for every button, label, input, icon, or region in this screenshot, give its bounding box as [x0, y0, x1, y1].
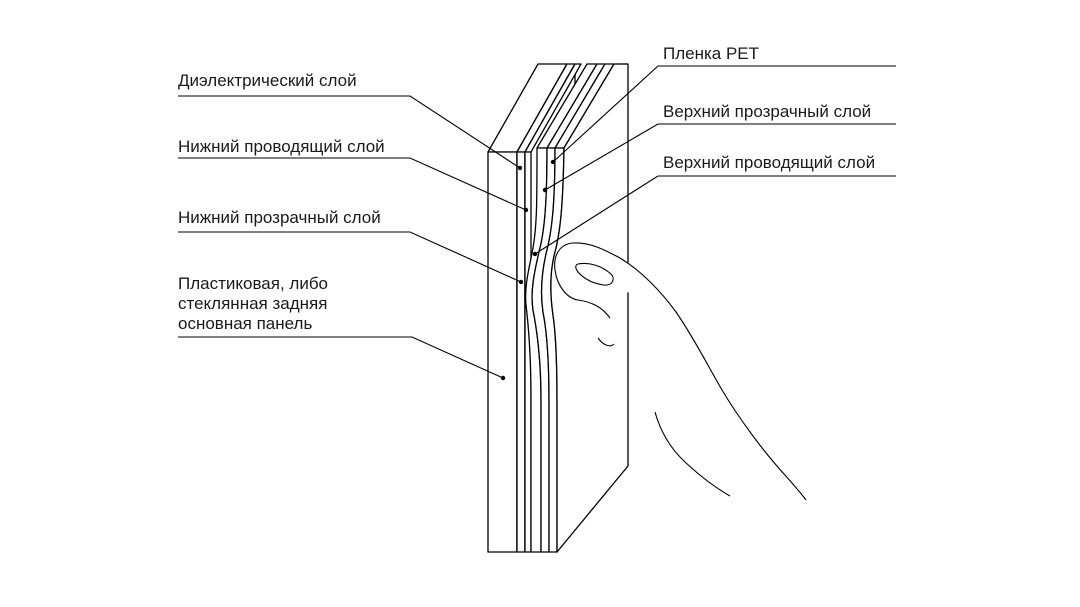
label-back-panel-line1: Пластиковая, либо	[178, 274, 328, 293]
label-pet-film: Пленка PET	[663, 44, 759, 63]
label-lower-conductive-layer: Нижний проводящий слой	[178, 137, 385, 156]
labels-left: Диэлектрический слой Нижний проводящий с…	[178, 71, 385, 333]
label-back-panel-line2: стеклянная задняя	[178, 294, 327, 313]
labels-right: Пленка PET Верхний прозрачный слой Верхн…	[663, 44, 875, 172]
leader-lines	[178, 65, 896, 381]
label-upper-conductive-layer: Верхний проводящий слой	[663, 153, 875, 172]
label-back-panel-line3: основная панель	[178, 314, 312, 333]
label-lower-transparent-layer: Нижний прозрачный слой	[178, 208, 381, 227]
finger-illustration	[554, 242, 807, 501]
label-upper-transparent-layer: Верхний прозрачный слой	[663, 102, 871, 121]
upper-flexible-layers	[524, 63, 629, 553]
label-dielectric-layer: Диэлектрический слой	[178, 71, 357, 90]
